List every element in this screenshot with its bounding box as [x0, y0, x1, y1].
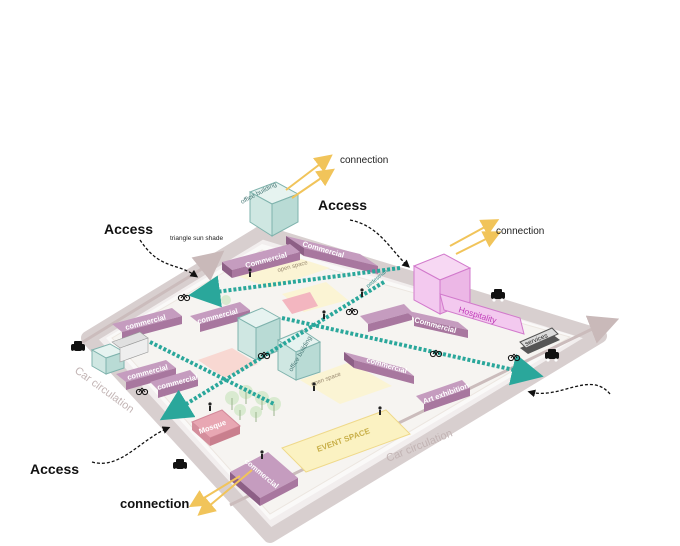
bicycle-icon — [429, 349, 443, 358]
connection-label-right: connection — [496, 226, 544, 237]
connection-arrows — [188, 154, 502, 516]
hospitality-building: Hospitality — [412, 253, 525, 335]
person-icon — [312, 382, 316, 391]
bicycle-icon — [177, 293, 191, 302]
connection-label-top: connection — [340, 155, 388, 166]
car-icon — [173, 459, 187, 472]
car-icon — [545, 349, 559, 362]
person-icon — [208, 402, 212, 411]
bicycles — [135, 293, 521, 396]
tree-icon — [234, 404, 246, 420]
bicycle-icon — [257, 351, 271, 360]
bicycle-icon — [345, 307, 359, 316]
person-icon — [322, 310, 326, 319]
car-icon — [71, 341, 85, 354]
access-label-top-left: Access — [104, 221, 153, 237]
access-label-top-right: Access — [318, 197, 367, 213]
person-icon — [360, 288, 364, 297]
office-building-center: office building — [236, 307, 322, 381]
bicycle-icon — [135, 387, 149, 396]
tree-cluster — [211, 291, 281, 422]
services-block: services — [519, 327, 560, 354]
tree-icon — [250, 406, 262, 422]
tree-icon — [225, 391, 239, 410]
tree-icon — [267, 397, 281, 416]
people — [208, 268, 382, 459]
person-icon — [248, 268, 252, 277]
connection-label-bottom: connection — [120, 496, 189, 511]
tree-icon — [239, 385, 253, 404]
car-icon — [491, 289, 505, 302]
office-building-top: office building — [240, 181, 300, 237]
mosque-block: Mosque — [191, 409, 241, 446]
access-label-bottom-left: Access — [30, 461, 79, 477]
commercial-block-center-left: commercial — [190, 302, 250, 332]
commercial-block-mid — [360, 304, 412, 332]
cars — [71, 289, 559, 472]
access-arrows — [91, 219, 611, 464]
glass-building-left — [90, 331, 149, 375]
person-icon — [260, 450, 264, 459]
triangle-sun-shade-label: triangle sun shade — [170, 235, 224, 242]
person-icon — [378, 406, 382, 415]
tree-icon — [221, 295, 231, 305]
open-spaces — [198, 256, 392, 404]
commercial-block-top: Commercial — [286, 236, 378, 274]
commercial-block-upper-left: Commercial — [222, 244, 300, 278]
bicycle-icon — [507, 353, 521, 362]
